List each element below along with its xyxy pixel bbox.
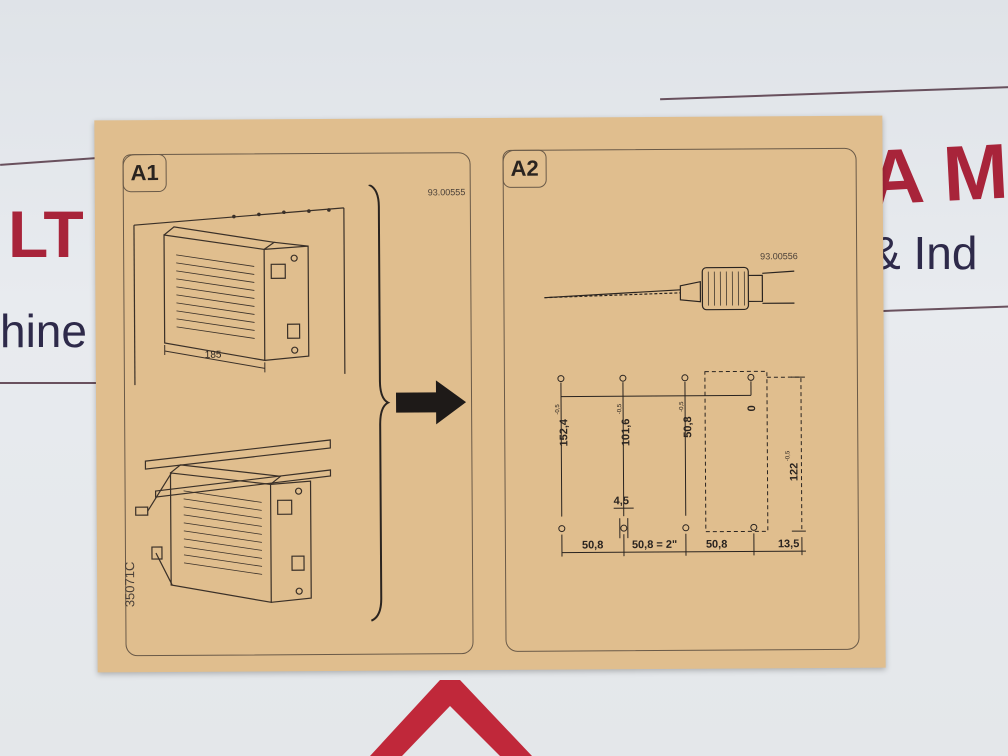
- brand-text-left-top: LT: [8, 197, 84, 271]
- right-arrow-icon: [395, 380, 467, 425]
- drill-icon: [544, 266, 795, 311]
- wall-stripe: [870, 305, 1008, 313]
- dim-122-tolerance: -0,5: [785, 450, 791, 461]
- instruction-card: A1 93.00555 35071C: [94, 115, 886, 673]
- dim-50-8-vertical-tolerance: -0,5: [679, 401, 685, 412]
- brand-text-right-bottom: & Ind: [870, 227, 978, 279]
- dim-152-4-tolerance: -0,5: [555, 404, 561, 415]
- wall-stripe: [0, 156, 110, 166]
- dim-hole-4-5: 4,5: [614, 495, 629, 507]
- dim-152-4: 152,4: [558, 418, 570, 446]
- panel-a2: A2 93.00556: [502, 147, 860, 652]
- brand-text-left-bottom: hine: [0, 305, 87, 357]
- wall-stripe: [0, 382, 110, 384]
- panel-a1: A1 93.00555 35071C: [122, 152, 474, 657]
- brand-text-right-top: A Ma: [865, 124, 1008, 222]
- dim-50-8-first: 50,8: [582, 539, 603, 551]
- wall-stripe: [660, 85, 1008, 101]
- a2-drill-diagram: 152,4 -0,5 101,6 -0,5 50,8 -0,5 0 122 -0…: [544, 266, 806, 557]
- dimension-185: 185: [205, 350, 222, 361]
- dim-101-6: 101,6: [620, 419, 632, 447]
- dim-zero: 0: [746, 405, 758, 411]
- dim-50-8-inch: 50,8 = 2": [632, 539, 677, 551]
- dim-122: 122: [788, 463, 800, 481]
- dim-101-6-tolerance: -0,5: [617, 403, 623, 414]
- brace-and-arrow: [368, 184, 467, 622]
- dim-13-5: 13,5: [778, 538, 799, 550]
- a1-illustration: 185: [133, 207, 346, 604]
- red-logo-shape: [370, 680, 532, 756]
- dim-50-8-third: 50,8: [706, 539, 727, 551]
- dim-50-8-vertical: 50,8: [682, 416, 694, 437]
